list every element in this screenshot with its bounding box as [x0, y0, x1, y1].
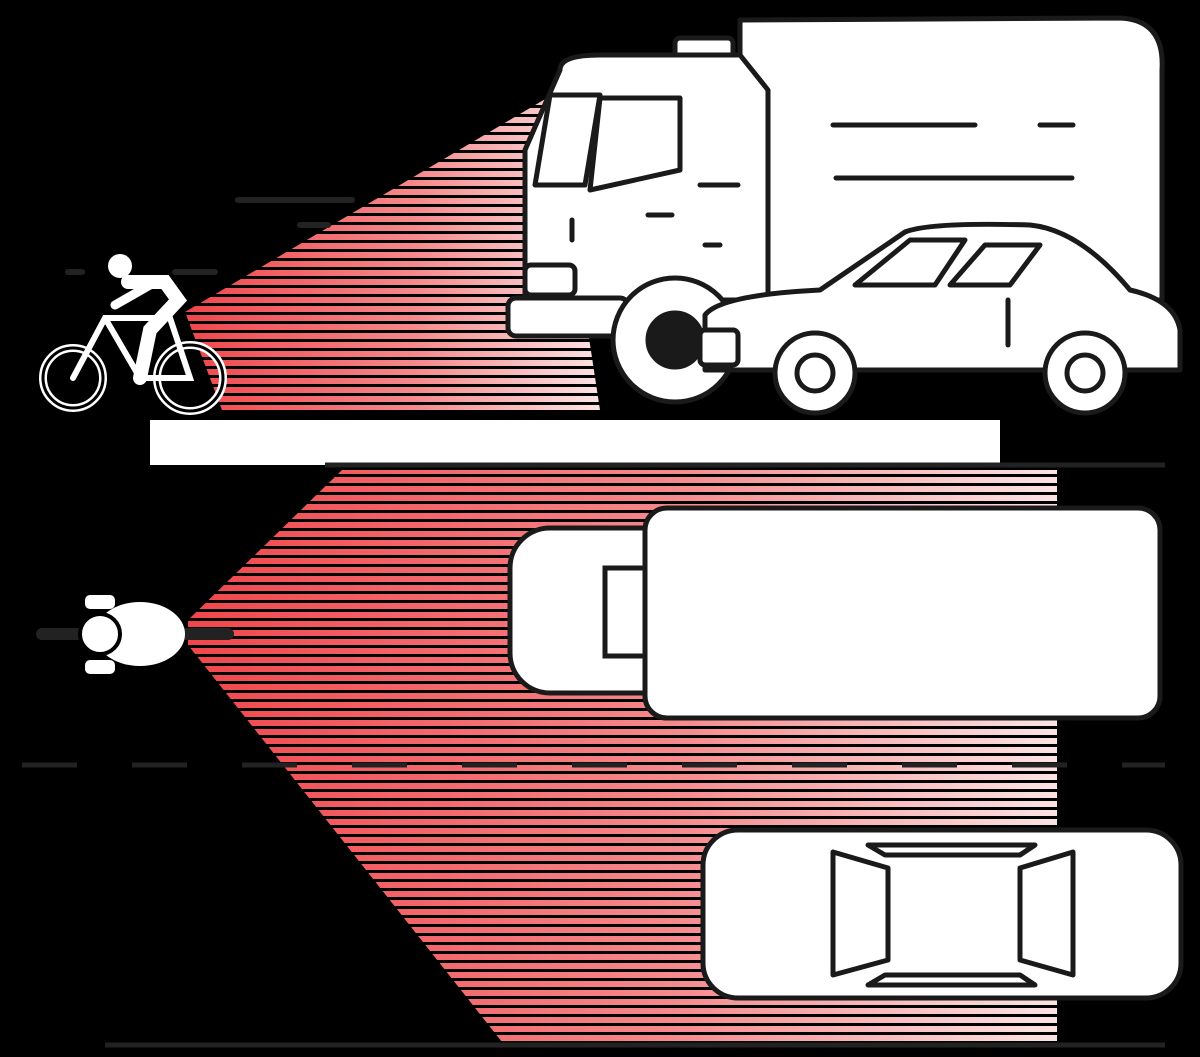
road-markings [22, 462, 1165, 1048]
side-sensor-cone [185, 95, 600, 410]
cyclist-icon [39, 254, 227, 415]
speed-lines [65, 197, 355, 275]
truck-top-view [507, 505, 1163, 721]
car-side-view [697, 221, 1183, 416]
road-divider-bar [150, 420, 1000, 465]
motorcyclist-top-view [36, 595, 234, 674]
truck-side-view [505, 15, 1165, 405]
car-top-view [700, 827, 1184, 1001]
